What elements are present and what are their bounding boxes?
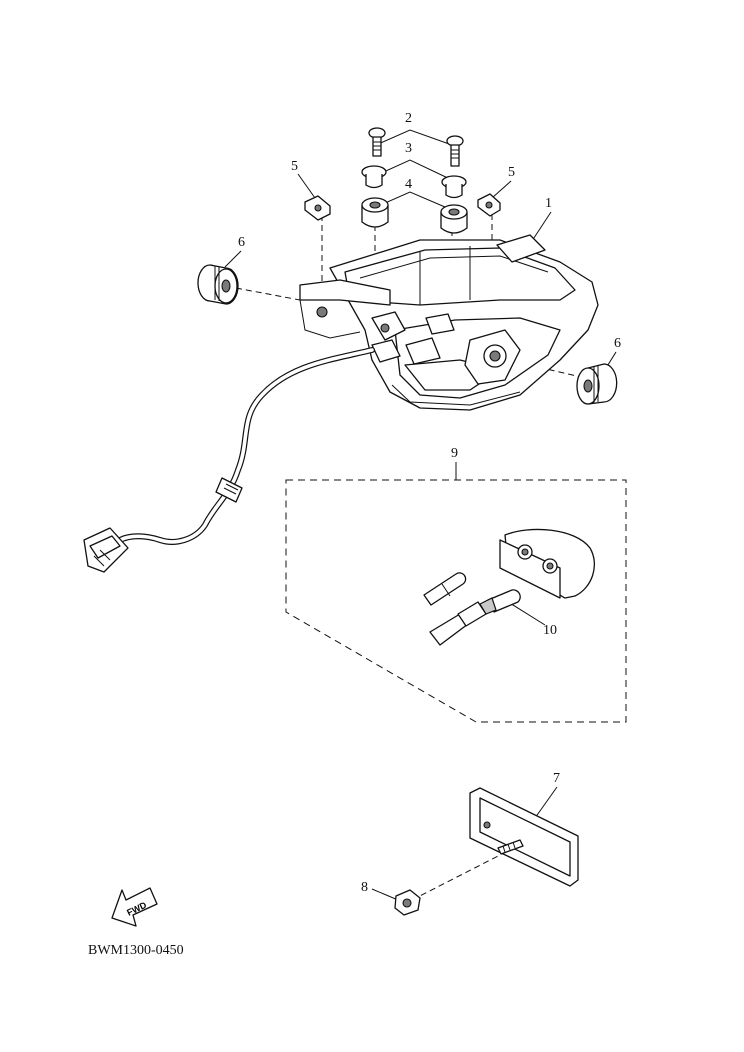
callout-9[interactable]: 9 (451, 446, 458, 461)
bulb-kit-box (285, 479, 627, 723)
license-light-lens[interactable] (469, 787, 579, 887)
callout-6-left[interactable]: 6 (238, 235, 245, 250)
tail-light-assembly[interactable] (299, 234, 599, 411)
lens-housing[interactable] (499, 528, 595, 599)
damper-icon (197, 264, 618, 405)
callout-7[interactable]: 7 (553, 771, 560, 786)
nut-clip-icon (304, 193, 501, 221)
diagram-code: BWM1300-0450 (88, 943, 184, 958)
forward-arrow-icon: FWD (111, 887, 158, 927)
bulb-icon[interactable] (423, 572, 521, 646)
callout-5-left[interactable]: 5 (291, 159, 298, 174)
callout-10[interactable]: 10 (543, 623, 557, 638)
callout-1[interactable]: 1 (545, 196, 552, 211)
grommet-icon (361, 197, 468, 234)
flange-nut-icon[interactable] (394, 889, 421, 916)
callout-8[interactable]: 8 (361, 880, 368, 895)
callout-4[interactable]: 4 (405, 177, 412, 192)
wire-harness[interactable] (83, 347, 375, 573)
screw-icon (368, 127, 464, 167)
callout-6-right[interactable]: 6 (614, 336, 621, 351)
callout-5-right[interactable]: 5 (508, 165, 515, 180)
callout-2[interactable]: 2 (405, 111, 412, 126)
callout-3[interactable]: 3 (405, 141, 412, 156)
collar-icon (361, 165, 467, 199)
